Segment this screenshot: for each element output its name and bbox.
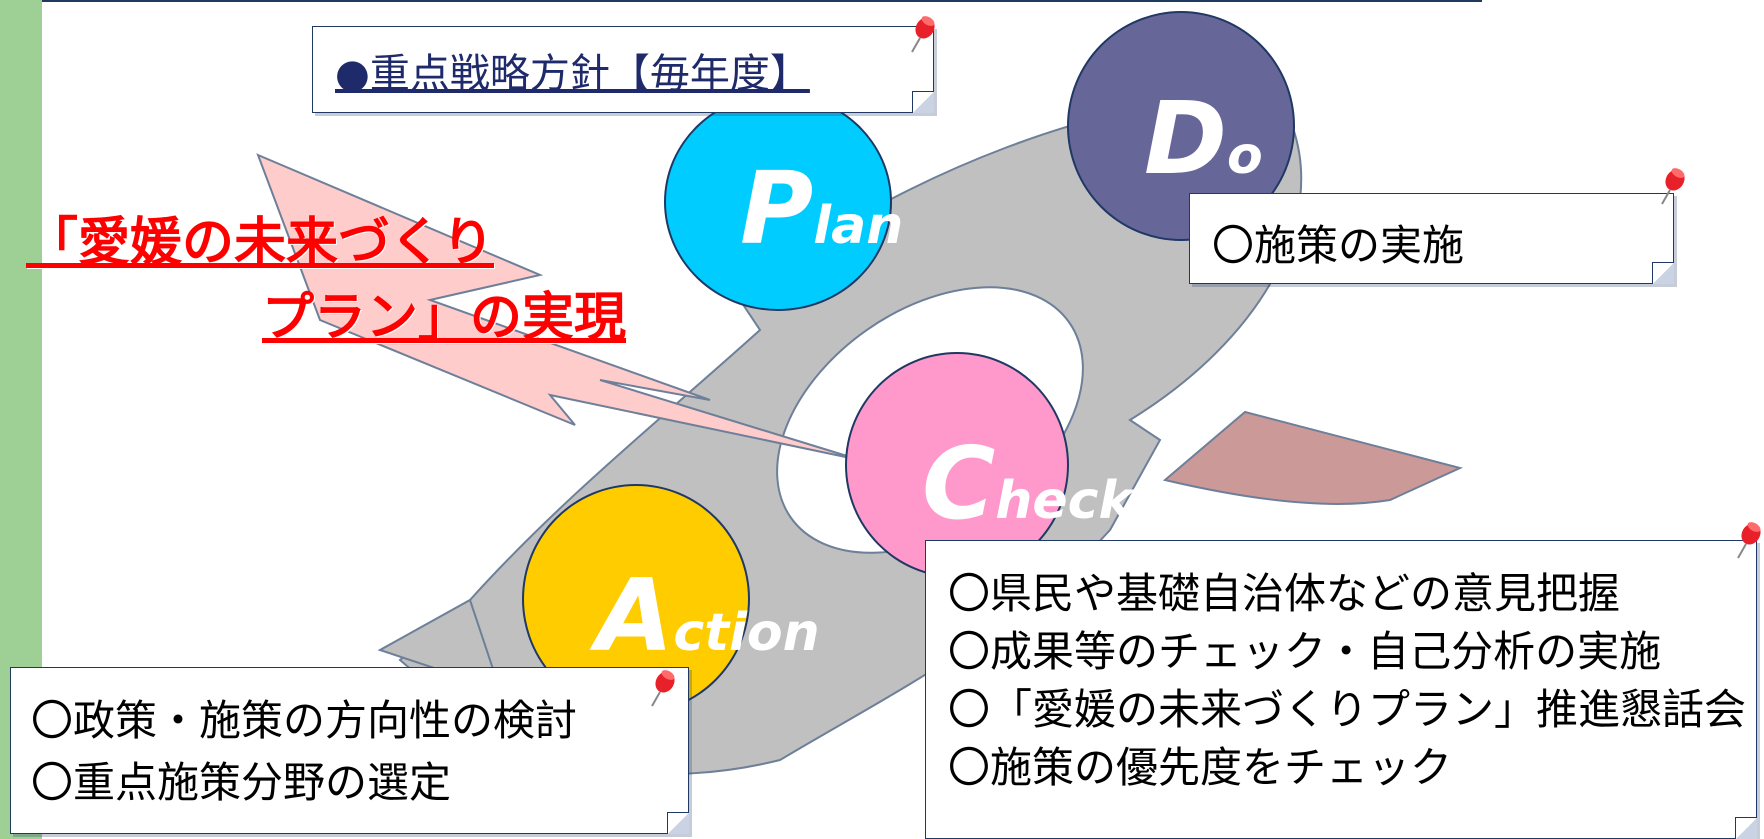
do-note: 〇施策の実施 bbox=[1189, 193, 1674, 284]
check-swoosh bbox=[1162, 410, 1463, 505]
action-note-lines: 〇政策・施策の方向性の検討 〇重点施策分野の選定 bbox=[31, 690, 577, 814]
action-note: 〇政策・施策の方向性の検討 〇重点施策分野の選定 bbox=[10, 667, 689, 834]
action-note-line-1: 〇政策・施策の方向性の検討 bbox=[31, 696, 578, 745]
check-rest: heck bbox=[995, 471, 1134, 531]
pushpin-icon bbox=[1661, 168, 1685, 205]
check-note: 〇県民や基礎自治体などの意見把握 〇成果等のチェック・自己分析の実施 〇「愛媛の… bbox=[925, 540, 1757, 839]
action-note-line-2: 〇重点施策分野の選定 bbox=[31, 758, 452, 807]
do-note-line-1: 〇施策の実施 bbox=[1212, 221, 1465, 270]
do-rest: o bbox=[1227, 126, 1263, 186]
check-note-line-1: 〇県民や基礎自治体などの意見把握 bbox=[948, 569, 1621, 618]
check-note-line-4: 〇施策の優先度をチェック bbox=[948, 743, 1453, 792]
slogan-line-1: 「愛媛の未来づくり bbox=[26, 213, 495, 273]
plan-initial: P bbox=[740, 150, 814, 267]
pushpin-icon bbox=[911, 16, 935, 53]
plan-label: Plan bbox=[740, 150, 903, 267]
plan-rest: lan bbox=[813, 196, 904, 256]
check-note-lines: 〇県民や基礎自治体などの意見把握 〇成果等のチェック・自己分析の実施 〇「愛媛の… bbox=[948, 565, 1746, 797]
check-label: Check bbox=[922, 425, 1133, 542]
plan-note-title: ●重点戦略方針【毎年度】 bbox=[335, 51, 810, 97]
do-initial: D bbox=[1144, 80, 1228, 197]
check-initial: C bbox=[922, 425, 996, 542]
check-note-line-3: 〇「愛媛の未来づくりプラン」推進懇話会 bbox=[948, 685, 1747, 734]
plan-circle bbox=[664, 93, 892, 311]
plan-note: ●重点戦略方針【毎年度】 bbox=[312, 26, 934, 113]
do-label: Do bbox=[1144, 80, 1263, 197]
check-note-line-2: 〇成果等のチェック・自己分析の実施 bbox=[948, 627, 1662, 676]
pushpin-icon bbox=[651, 670, 675, 707]
top-rule bbox=[42, 0, 1482, 2]
action-rest: ction bbox=[673, 603, 820, 663]
slogan-line-2: プラン」の実現 bbox=[262, 288, 627, 348]
action-initial: A bbox=[596, 557, 674, 674]
action-label: Action bbox=[596, 557, 820, 674]
slogan-arrow bbox=[256, 153, 861, 461]
pushpin-icon bbox=[1737, 522, 1761, 559]
